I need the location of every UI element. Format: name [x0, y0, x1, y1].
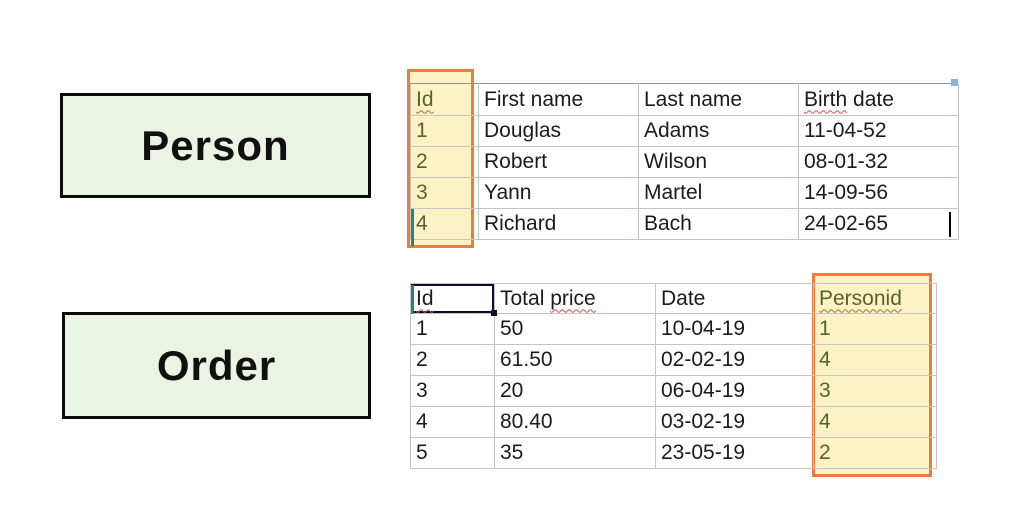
order-header-total-price[interactable]: Total price	[494, 283, 656, 314]
person-header-id[interactable]: Id	[410, 83, 479, 116]
cell-text: 24-02-65	[804, 212, 889, 235]
table-cell[interactable]: 35	[494, 437, 656, 469]
table-row: 1 Douglas Adams 11-04-52	[410, 115, 959, 147]
cell-cursor-tick	[411, 285, 414, 314]
fill-handle[interactable]	[491, 310, 497, 316]
header-text: First name	[484, 87, 584, 111]
table-cell[interactable]: 4	[813, 344, 937, 376]
table-cell[interactable]: 4	[410, 406, 495, 438]
header-text: Date	[661, 286, 706, 310]
header-text: Total	[500, 286, 551, 310]
table-cell[interactable]: 5	[410, 437, 495, 469]
table-cell[interactable]: 02-02-19	[655, 344, 814, 376]
table-cell[interactable]: Yann	[478, 177, 639, 209]
table-cell[interactable]: 1	[410, 313, 495, 345]
header-text: Id	[416, 87, 434, 111]
order-header-date[interactable]: Date	[655, 283, 814, 314]
entity-label-person: Person	[141, 121, 290, 169]
selection-corner-tick	[951, 79, 958, 86]
order-header-row: Id Total price Date Personid	[410, 283, 937, 316]
table-cell[interactable]: 2	[813, 437, 937, 469]
header-text: Birth	[804, 87, 848, 111]
table-row: 2 Robert Wilson 08-01-32	[410, 146, 959, 178]
header-text: Id	[416, 286, 434, 310]
table-cell[interactable]: 3	[410, 375, 495, 407]
table-cell[interactable]: 11-04-52	[798, 115, 959, 147]
person-header-row: Id First name Last name Birth date	[410, 83, 959, 116]
table-row: 2 61.50 02-02-19 4	[410, 344, 937, 376]
person-header-birth-date[interactable]: Birth date	[798, 83, 959, 116]
order-header-id-selected-cell[interactable]: Id	[410, 283, 497, 316]
table-row: 1 50 10-04-19 1	[410, 313, 937, 345]
table-cell[interactable]: Adams	[638, 115, 799, 147]
table-cell[interactable]: 23-05-19	[655, 437, 814, 469]
table-cell[interactable]: Martel	[638, 177, 799, 209]
table-cell[interactable]: 4	[813, 406, 937, 438]
table-cell[interactable]: 1	[410, 115, 479, 147]
table-cell[interactable]: 3	[410, 177, 479, 209]
entity-box-order[interactable]: Order	[62, 312, 371, 419]
table-cell[interactable]: 2	[410, 146, 479, 178]
table-cell[interactable]: 14-09-56	[798, 177, 959, 209]
person-header-first-name[interactable]: First name	[478, 83, 639, 116]
table-cell[interactable]: 03-02-19	[655, 406, 814, 438]
table-cell[interactable]: 20	[494, 375, 656, 407]
table-cell[interactable]: Wilson	[638, 146, 799, 178]
table-row: 4 80.40 03-02-19 4	[410, 406, 937, 438]
header-text: date	[847, 87, 894, 111]
table-cell[interactable]: Douglas	[478, 115, 639, 147]
table-cell[interactable]: 3	[813, 375, 937, 407]
order-header-personid[interactable]: Personid	[813, 283, 937, 314]
table-cell[interactable]: Richard	[478, 208, 639, 240]
table-cell[interactable]: 4	[410, 208, 479, 246]
table-cell[interactable]: 08-01-32	[798, 146, 959, 178]
table-cell[interactable]: 80.40	[494, 406, 656, 438]
header-text: price	[550, 286, 596, 310]
table-row: 3 20 06-04-19 3	[410, 375, 937, 407]
entity-box-person[interactable]: Person	[60, 93, 371, 198]
text-caret	[949, 212, 951, 237]
order-table: Id Total price Date Personid 1 50 10-04-…	[410, 283, 937, 469]
table-cell[interactable]: 1	[813, 313, 937, 345]
person-header-last-name[interactable]: Last name	[638, 83, 799, 116]
table-cell[interactable]: 06-04-19	[655, 375, 814, 407]
table-row: 3 Yann Martel 14-09-56	[410, 177, 959, 209]
table-cell[interactable]: Robert	[478, 146, 639, 178]
header-text: Personid	[819, 286, 902, 310]
header-text: Last name	[644, 87, 743, 111]
cell-cursor-tick	[411, 209, 414, 246]
table-cell[interactable]: 24-02-65	[798, 208, 959, 240]
table-cell[interactable]: 61.50	[494, 344, 656, 376]
table-cell[interactable]: 2	[410, 344, 495, 376]
cell-text: 4	[416, 212, 428, 235]
table-row: 5 35 23-05-19 2	[410, 437, 937, 469]
table-row: 4 Richard Bach 24-02-65	[410, 208, 959, 246]
table-cell[interactable]: 10-04-19	[655, 313, 814, 345]
person-table: Id First name Last name Birth date 1 Dou…	[410, 83, 959, 246]
table-cell[interactable]: 50	[494, 313, 656, 345]
entity-label-order: Order	[156, 341, 277, 389]
table-cell[interactable]: Bach	[638, 208, 799, 240]
